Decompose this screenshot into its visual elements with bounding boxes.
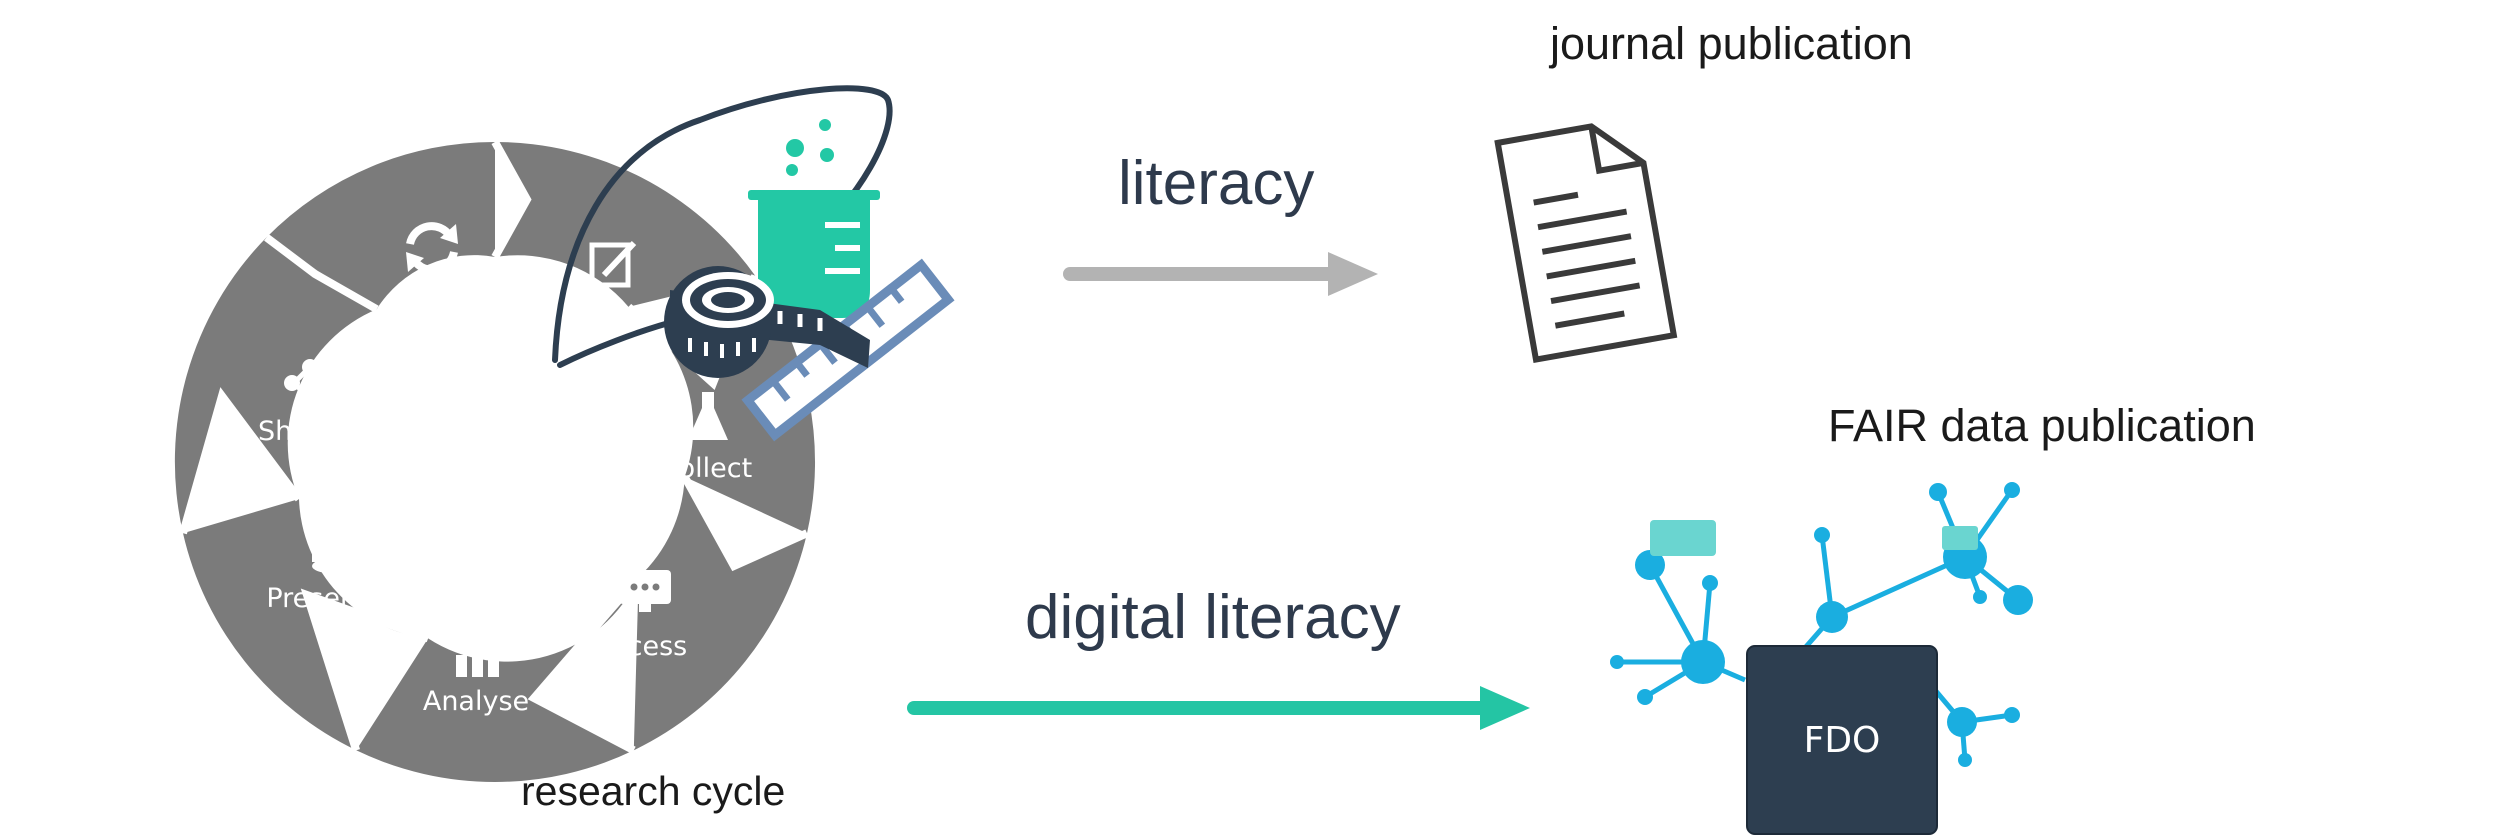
tape-measure-icon [664,266,870,378]
cycle-caption: research cycle [521,768,786,814]
segment-plan [495,142,756,307]
bar-chart-icon [456,625,499,677]
digital-literacy-arrow [907,686,1530,730]
fdo-label: FDO [1804,720,1881,761]
segment-process [633,476,807,751]
beaker-icon [748,119,880,318]
flask-icon [688,392,728,440]
segment-label-reuse: Reuse [391,286,473,317]
fair-data-publication-label: FAIR data publication [1828,400,2256,451]
recycle-arrows-icon [406,222,458,274]
segment-analyse [356,577,639,782]
share-nodes-icon [284,359,318,407]
literacy-label: literacy [1118,149,1315,218]
segment-share [174,237,377,534]
fdo-box [1746,645,1938,835]
database-icon [312,527,348,573]
segment-label-process: Process [585,631,687,662]
pencil-note-icon [589,240,637,288]
segment-label-analyse: Analyse [423,686,529,717]
journal-publication-label: journal publication [1550,18,1913,69]
fair-network-icon: FDO [1610,482,2033,835]
segment-label-collect: Collect [660,453,752,484]
monitor-icon [619,570,671,612]
segment-reuse [266,141,495,310]
digital-literacy-label: digital literacy [1025,583,1401,652]
segment-preserve [183,499,429,751]
document-icon [1494,123,1678,364]
segment-label-share: Share [258,416,336,447]
research-cycle-diagram: Reuse Plan Collect Process Analyse Prese… [174,85,955,782]
segment-label-plan: Plan [577,303,634,334]
literacy-arrow [1063,252,1378,296]
segment-label-preserve: Preserve [266,583,383,614]
